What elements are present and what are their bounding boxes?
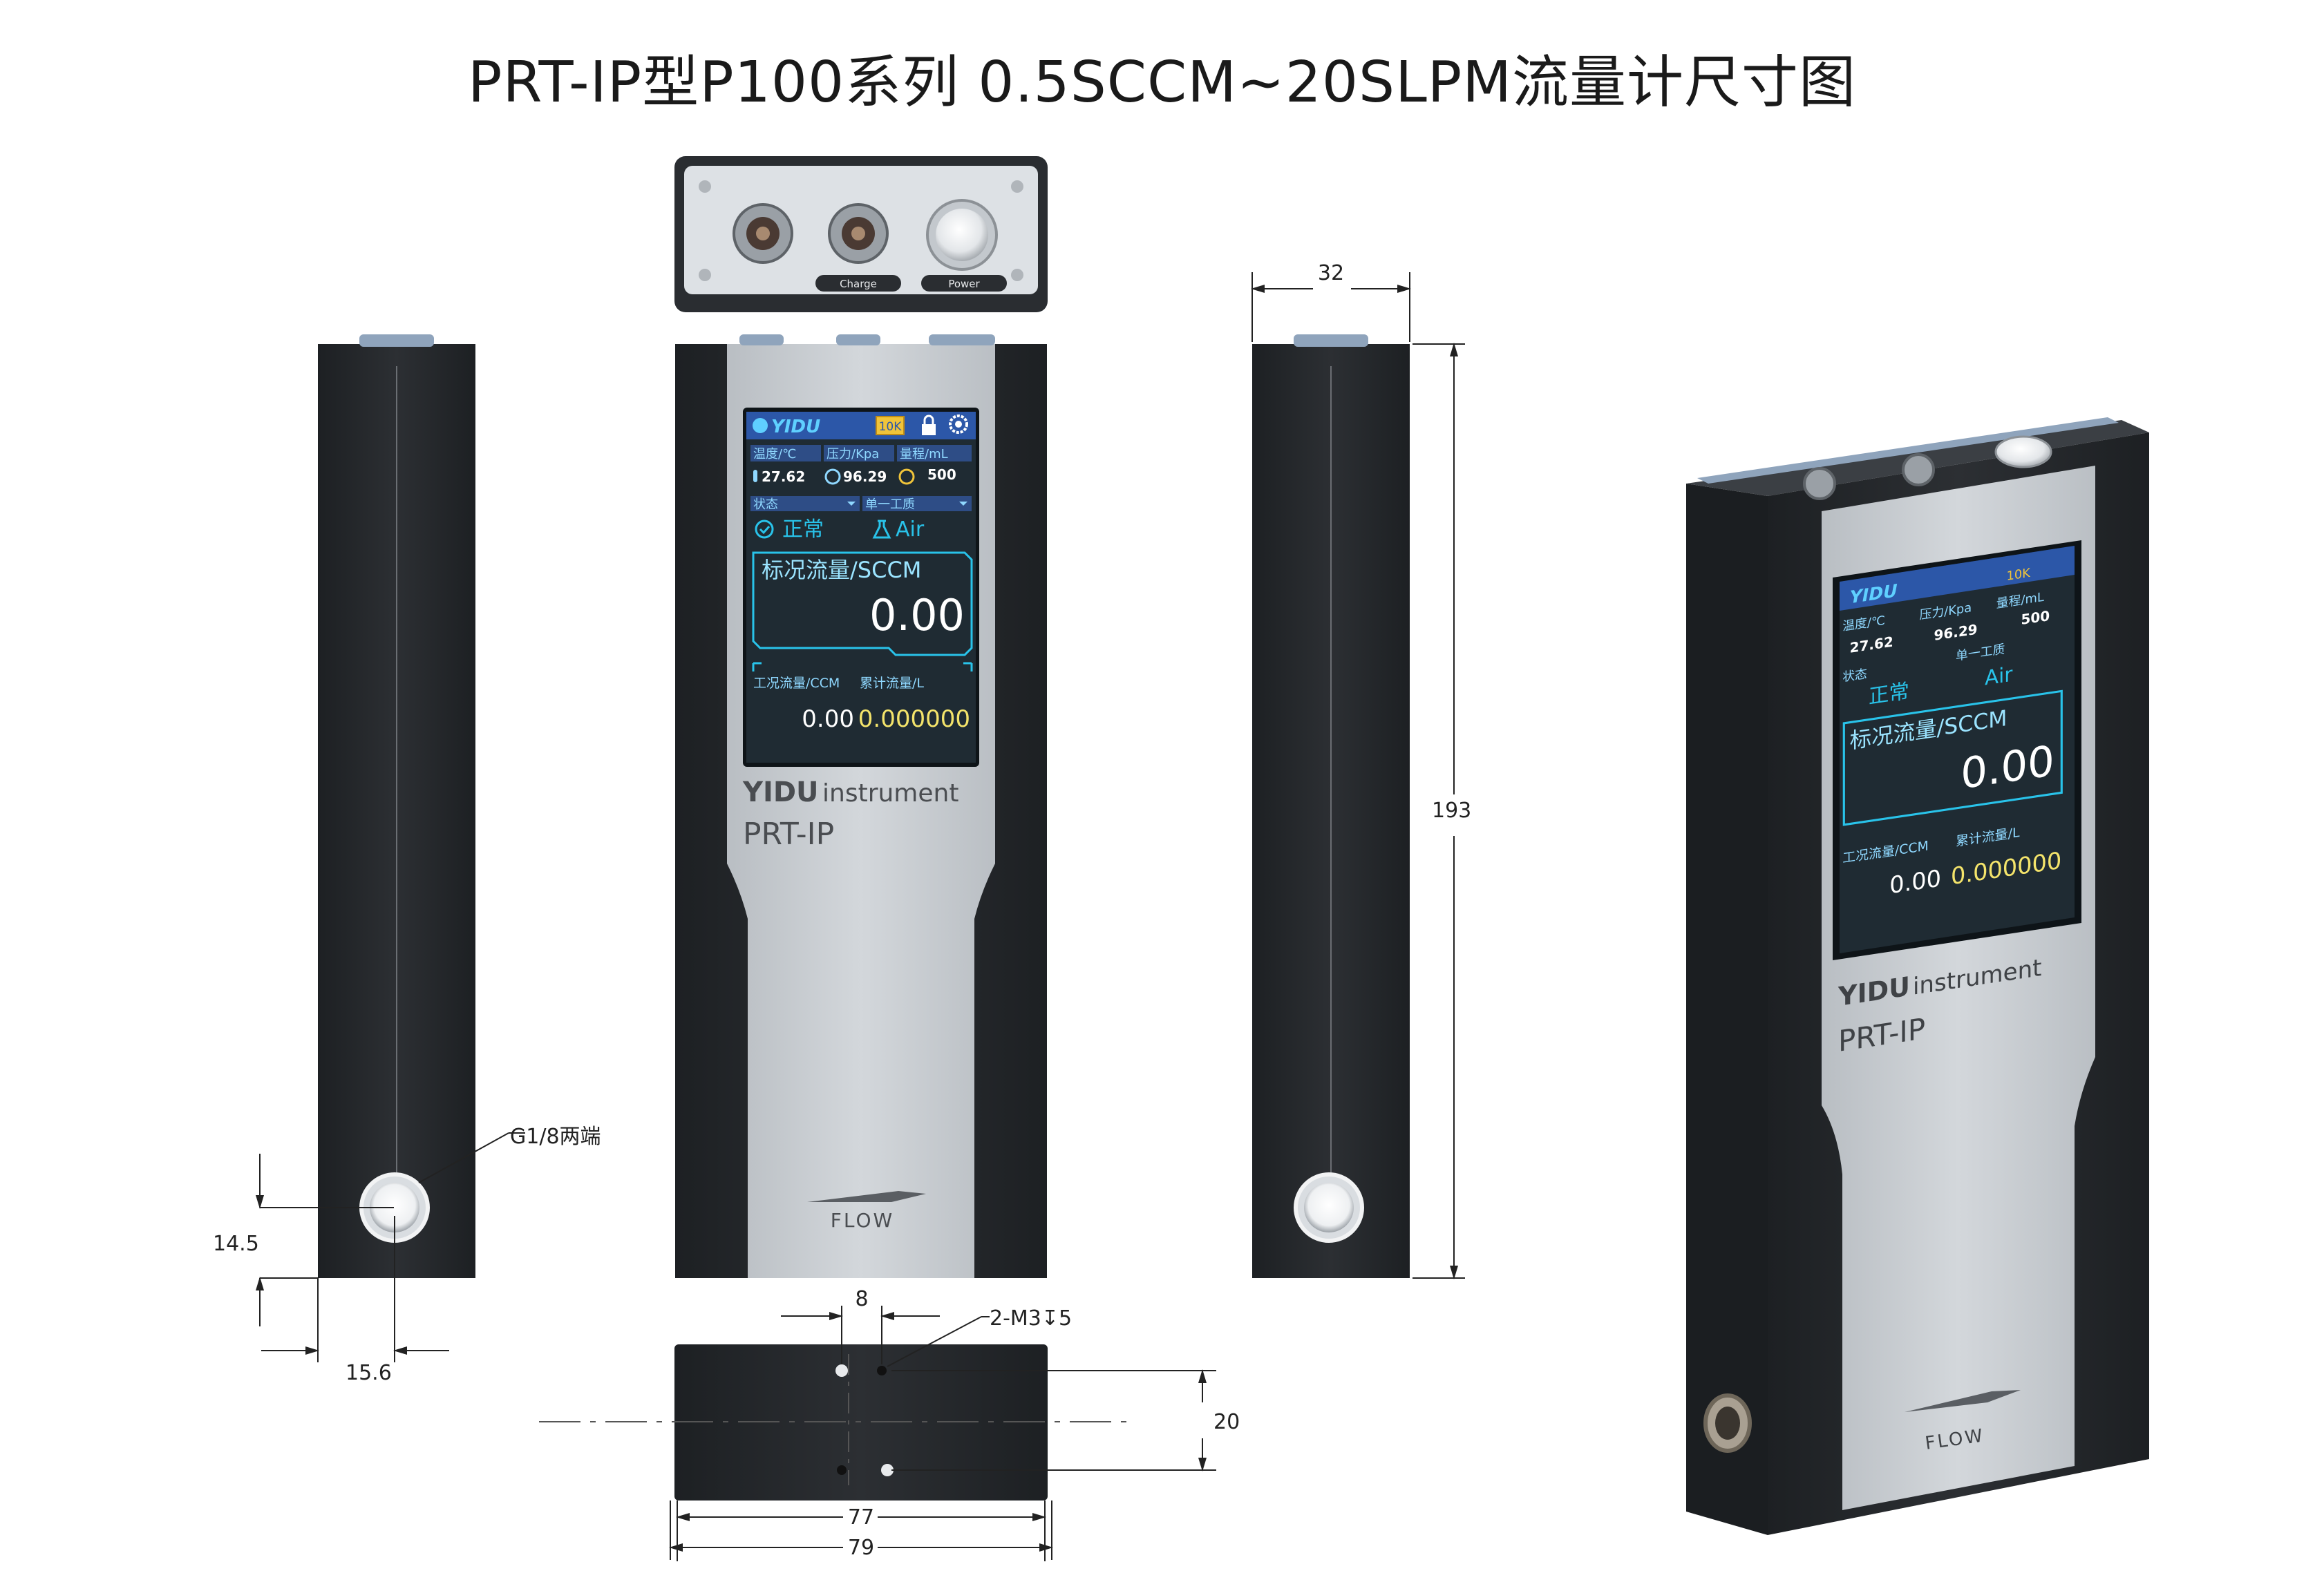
thread-hole-icon [837, 1465, 847, 1475]
front-view: YIDU 10K 温度/℃ 压力/Kpa 量程/mL 27.62 96.29 5… [675, 334, 1047, 1278]
dim-inner-length: 77 [848, 1505, 874, 1530]
logo-icon [753, 418, 768, 433]
device-brand: YIDU [742, 777, 819, 808]
left-side-view [318, 334, 475, 1278]
bottom-dimensions [669, 1306, 1216, 1561]
screen-brand: YIDU [771, 417, 820, 437]
flow-arrow-icon [807, 1191, 926, 1202]
state-dropdown-icon [847, 502, 856, 506]
thread-hole-icon [877, 1366, 887, 1375]
gear-icon [949, 415, 968, 434]
dim-overall-length: 79 [848, 1536, 874, 1560]
range-value: 500 [927, 466, 956, 483]
charge-connector-icon [828, 203, 889, 264]
total-flow-label: 累计流量/L [860, 676, 924, 691]
screen-badge: 10K [879, 420, 903, 434]
mount-hole-icon [881, 1464, 894, 1476]
temp-label: 温度/℃ [753, 447, 796, 461]
device-brand-sub: instrument [822, 779, 958, 808]
dim-hole-pitch: 20 [1213, 1410, 1240, 1434]
flow-mark: FLOW [831, 1209, 894, 1232]
thermometer-icon [753, 470, 757, 482]
mode-dropdown-icon [959, 502, 967, 506]
flask-icon [872, 520, 891, 539]
dim-height: 193 [1432, 799, 1471, 823]
iso-connector-icon [1803, 467, 1836, 500]
range-label: 量程/mL [900, 447, 948, 461]
gas-value: Air [896, 517, 925, 542]
mode-label: 单一工质 [865, 497, 915, 512]
dim-width: 32 [1318, 261, 1344, 285]
thread-callout: 2-M3↧5 [990, 1306, 1072, 1331]
power-button-icon [926, 199, 998, 271]
mount-hole-icon [835, 1364, 848, 1377]
page-title: PRT-IP型P100系列 0.5SCCM~20SLPM流量计尺寸图 [468, 50, 1856, 115]
signal-connector-icon [733, 203, 793, 264]
dim-hole-spacing: 8 [855, 1287, 868, 1311]
gauge-icon [824, 468, 841, 485]
left-dimensions [256, 1132, 525, 1362]
screw-icon [699, 269, 711, 281]
pressure-value: 96.29 [843, 468, 887, 485]
charge-label: Charge [840, 278, 877, 290]
device-model: PRT-IP [743, 817, 834, 852]
screw-icon [1011, 180, 1023, 193]
working-flow-label: 工况流量/CCM [753, 676, 840, 691]
lock-icon [922, 415, 936, 435]
main-flow-value: 0.00 [869, 590, 965, 640]
dim-port-offset: 15.6 [346, 1361, 392, 1385]
bottom-view [539, 1344, 1133, 1501]
isometric-view: YIDU 10K 温度/℃ 压力/Kpa 量程/mL 27.62 96.29 5… [1686, 417, 2149, 1535]
iso-connector-icon [1902, 453, 1935, 486]
total-flow-value: 0.000000 [858, 705, 970, 733]
pressure-label: 压力/Kpa [826, 447, 879, 461]
main-flow-label: 标况流量/SCCM [762, 557, 921, 583]
screw-icon [1011, 269, 1023, 281]
working-flow-value: 0.00 [802, 705, 854, 733]
iso-flow-arrow-icon [1905, 1390, 2021, 1412]
state-label: 状态 [753, 497, 778, 512]
right-side-view [1252, 334, 1410, 1278]
check-icon [755, 520, 774, 539]
dim-port-height: 14.5 [213, 1232, 259, 1256]
screw-icon [699, 180, 711, 193]
range-icon [898, 468, 915, 485]
right-dimensions [1251, 272, 1465, 1279]
port-callout: G1/8两端 [510, 1125, 601, 1149]
power-label: Power [948, 278, 980, 290]
iso-power-button-icon [1994, 435, 2052, 468]
temp-value: 27.62 [762, 468, 805, 485]
top-view: Charge Power [674, 156, 1048, 312]
state-value: 正常 [782, 517, 824, 542]
iso-gas-value: Air [1985, 663, 2013, 690]
